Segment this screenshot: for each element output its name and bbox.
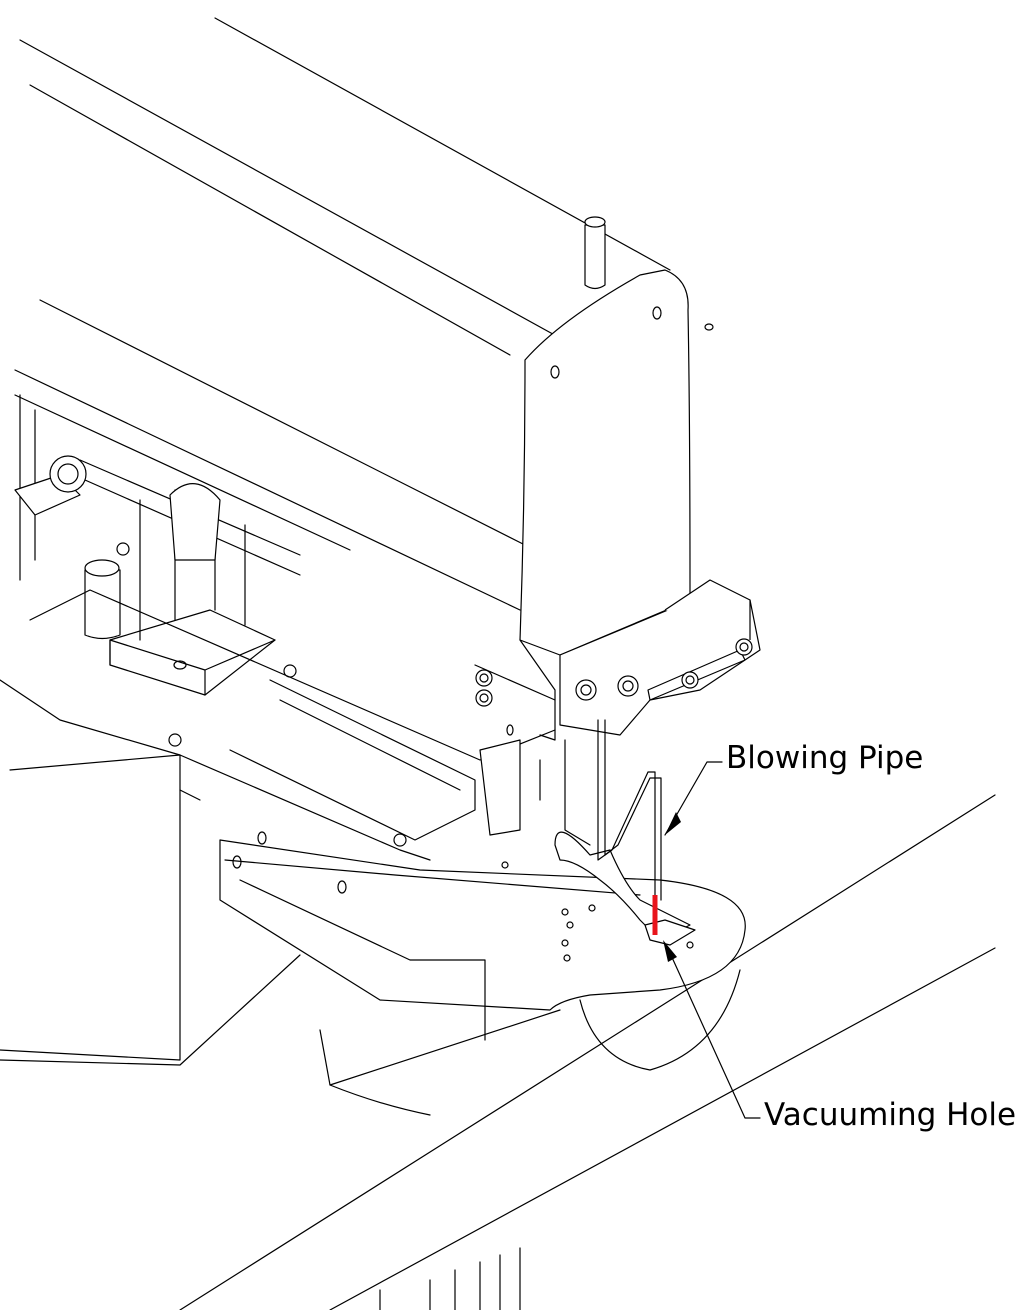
- right-bracket: [475, 579, 761, 736]
- leader-lines: [663, 761, 761, 1119]
- left-mechanism: [14, 394, 301, 747]
- label-blowing-pipe: Blowing Pipe: [726, 740, 924, 776]
- label-vacuuming-hole: Vacuuming Hole: [764, 1097, 1017, 1133]
- work-table: [179, 794, 996, 1310]
- needle-plate: [219, 831, 746, 1116]
- arm-housing: [14, 17, 714, 741]
- blowing-pipe: [597, 719, 662, 935]
